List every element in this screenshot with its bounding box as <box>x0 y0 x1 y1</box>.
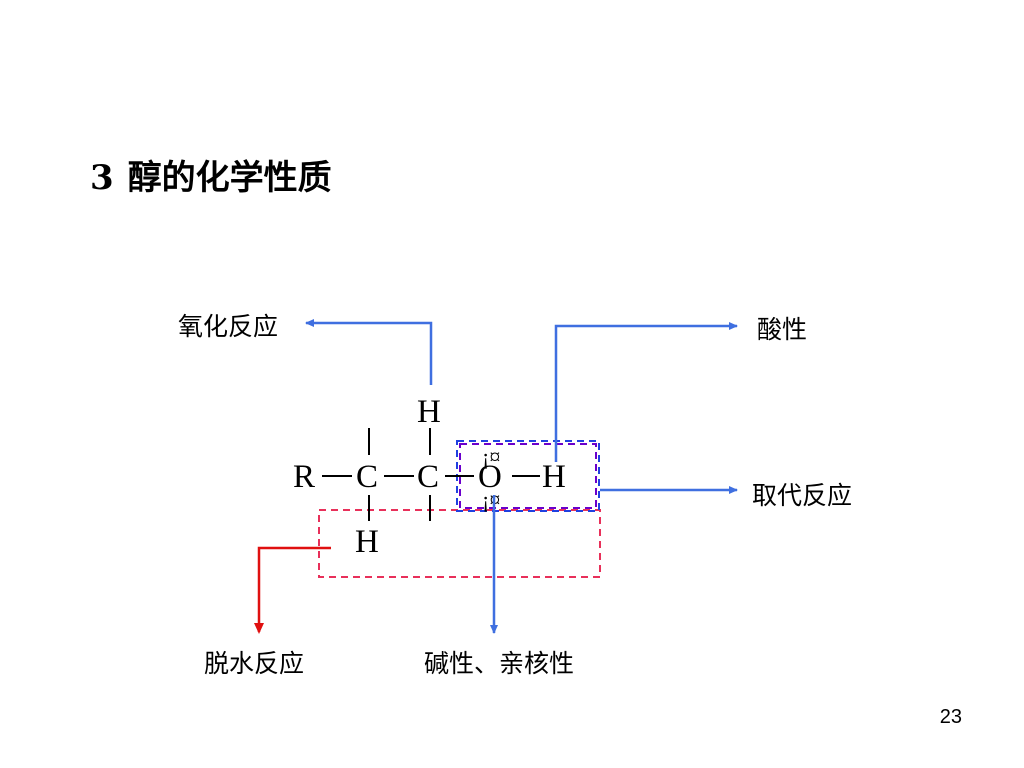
dehydration-box <box>318 509 601 578</box>
section-title: 醇的化学性质 <box>127 158 332 198</box>
label-oxidation: 氧化反应 <box>178 312 279 341</box>
atom-h-bottom: H <box>355 524 379 560</box>
section-number: 3 <box>90 158 114 198</box>
label-dehydration: 脱水反应 <box>204 649 305 678</box>
oh-group-box-inner <box>459 443 597 509</box>
atom-h-hydroxyl: H <box>542 459 566 495</box>
atom-c1: C <box>356 459 378 495</box>
atom-h-top: H <box>417 394 441 430</box>
slide-title: 3 醇的化学性质 <box>90 150 332 199</box>
atom-r: R <box>293 459 315 495</box>
arrow-acidity <box>554 322 738 462</box>
label-basicity-nucleophilicity: 碱性、亲核性 <box>424 649 575 678</box>
atom-c2: C <box>417 459 439 495</box>
lone-pair-mark-bottom: ¡¤ <box>482 487 500 512</box>
lone-pair-mark-top: ¡¤ <box>482 444 500 469</box>
atom-o: O <box>478 459 502 495</box>
arrow-dehydration <box>254 546 331 634</box>
page-number: 23 <box>939 706 962 728</box>
label-acidity: 酸性 <box>757 315 808 344</box>
arrow-oxidation <box>305 319 433 385</box>
label-substitution: 取代反应 <box>752 481 853 510</box>
